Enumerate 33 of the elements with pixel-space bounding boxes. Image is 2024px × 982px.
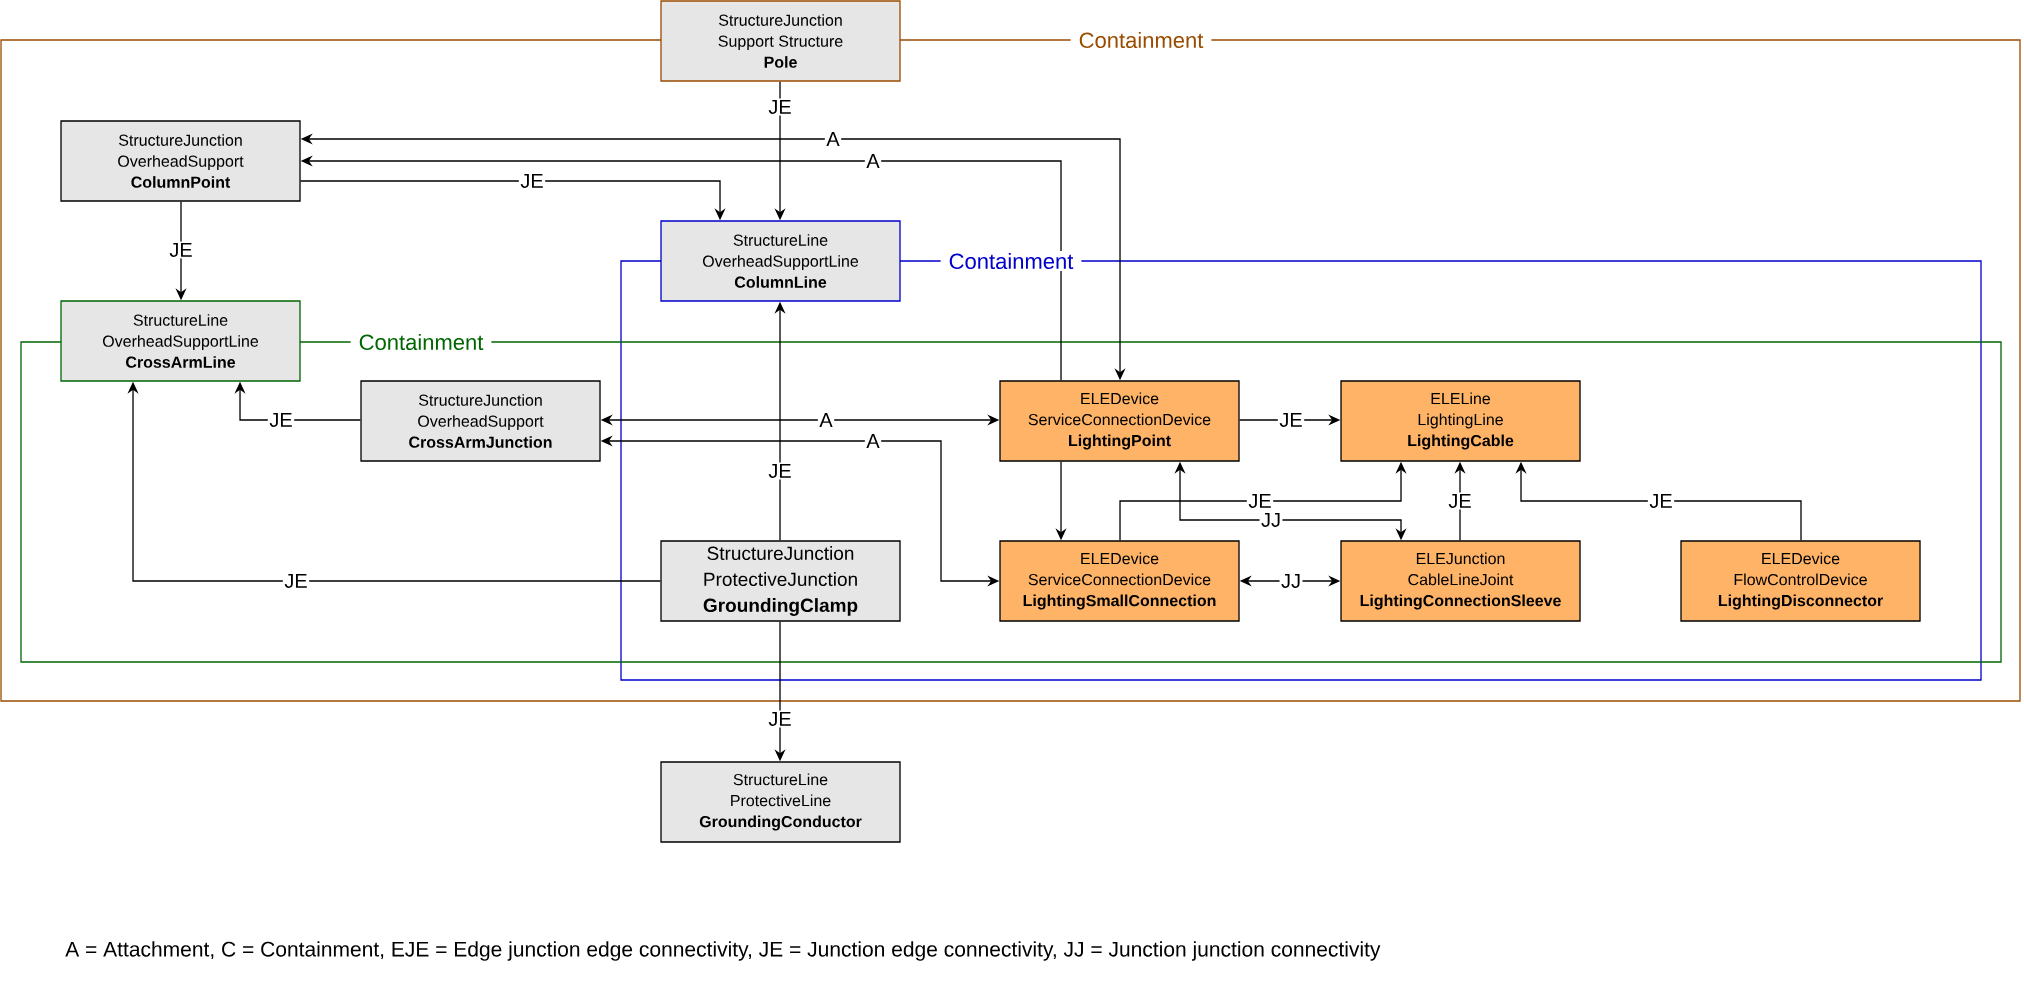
class-box: StructureJunction OverheadSupport ColumnPoint <box>60 120 301 202</box>
class-box: StructureLine ProtectiveLine GroundingConductor <box>660 761 901 843</box>
class-box: StructureJunction Support Structure Pole <box>660 0 901 82</box>
edge-label: JE <box>282 572 310 590</box>
frame-label: Containment <box>940 250 1082 272</box>
edge-label: JJ <box>1279 572 1303 590</box>
class-box: StructureLine OverheadSupportLine CrossArmLine <box>60 300 301 382</box>
edge-label: JE <box>766 710 794 728</box>
edge-label: JE <box>766 462 794 480</box>
frame-label: Containment <box>350 331 492 353</box>
edge-label: A <box>817 411 835 429</box>
legend-note: A = Attachment, C = Containment, EJE = Edge junction edge connectivity, JE = Junction edge connectivity, JJ = Junction junction connectivity <box>65 941 1381 961</box>
class-box: StructureJunction ProtectiveJunction GroundingClamp <box>660 540 901 622</box>
class-box: ELELine LightingLine LightingCable <box>1340 380 1581 462</box>
class-box: StructureLine OverheadSupportLine ColumnLine <box>660 220 901 302</box>
edge-label: A <box>864 432 882 450</box>
edge-label: JE <box>267 411 295 429</box>
edge-label: A <box>864 152 882 170</box>
edge-label: JE <box>766 98 794 116</box>
edge-label: JE <box>518 172 546 190</box>
class-box: StructureJunction OverheadSupport CrossArmJunction <box>360 380 601 462</box>
class-box: ELEDevice FlowControlDevice LightingDisconnector <box>1680 540 1921 622</box>
frame-label: Containment <box>1070 29 1212 51</box>
class-box: ELEDevice ServiceConnectionDevice LightingSmallConnection <box>999 540 1240 622</box>
edge-label: JE <box>1277 411 1305 429</box>
class-box: ELEJunction CableLineJoint LightingConnectionSleeve <box>1340 540 1581 622</box>
edge-label: JJ <box>1259 511 1283 529</box>
edge-label: JE <box>167 241 195 259</box>
edge-label: JE <box>1246 492 1274 510</box>
edge-label: A <box>824 130 842 148</box>
edge-label: JE <box>1647 492 1675 510</box>
edge-label: JE <box>1446 492 1474 510</box>
class-box: ELEDevice ServiceConnectionDevice LightingPoint <box>999 380 1240 462</box>
